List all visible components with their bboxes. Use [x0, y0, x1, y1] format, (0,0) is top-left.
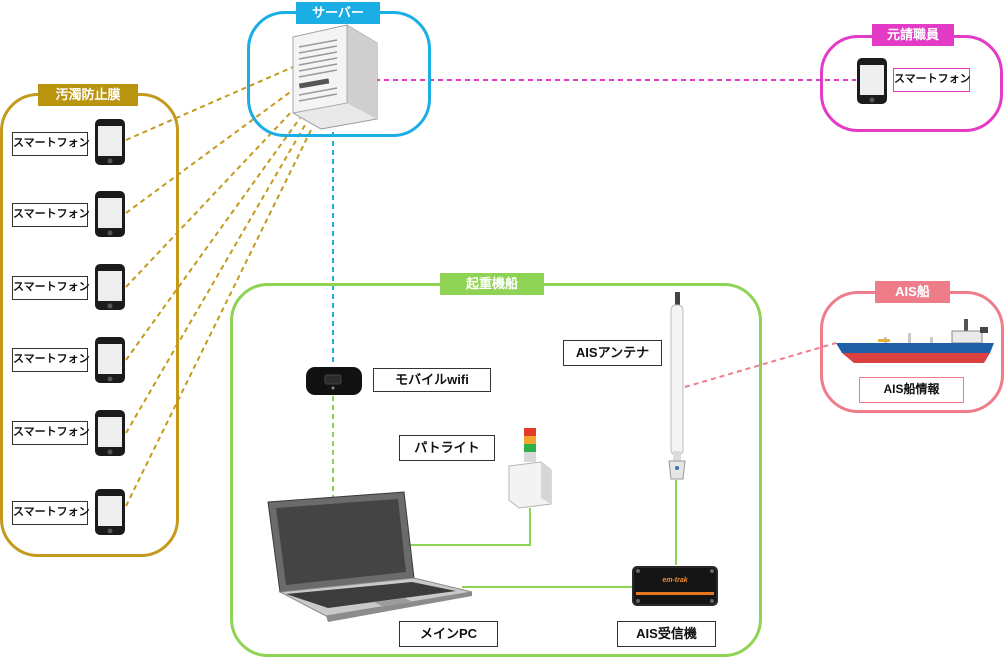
crane-ship-group-title: 起重機船 [440, 273, 544, 295]
smartphone-icon [95, 489, 125, 535]
smartphone-icon [95, 264, 125, 310]
ais-ship-group-title: AIS船 [875, 281, 950, 303]
laptop-icon [267, 491, 473, 622]
fence-phone-label-1: スマートフォン [12, 132, 90, 156]
ais-antenna-label: AISアンテナ [563, 340, 662, 366]
link-phone6-server [125, 127, 313, 507]
fence-phone-label-3: スマートフォン [12, 276, 90, 300]
smartphone-icon [95, 191, 125, 237]
smartphone-icon [95, 119, 125, 165]
link-phone4-server [125, 117, 301, 361]
link-pc-patlite [400, 508, 531, 546]
server-group-title: サーバー [296, 2, 380, 24]
smartphone-icon [95, 410, 125, 456]
fence-group-title: 汚濁防止膜 [38, 84, 138, 106]
mobile-wifi-icon [306, 367, 362, 395]
patlite-icon [508, 428, 552, 509]
fence-group [0, 93, 179, 557]
fence-phone-label-6: スマートフォン [12, 501, 90, 525]
smartphone-icon [95, 337, 125, 383]
staff-phone-label: スマートフォン [893, 68, 971, 92]
patlite-label: パトライト [399, 435, 495, 461]
ais-ship-info-label: AIS船情報 [859, 377, 964, 403]
main-pc-label: メインPC [399, 621, 498, 647]
server-icon [292, 24, 378, 130]
ais-receiver-icon [632, 566, 718, 606]
ais-antenna-icon [668, 292, 686, 480]
ais-receiver-label: AIS受信機 [617, 621, 716, 647]
smartphone-icon [857, 58, 887, 104]
staff-group-title: 元請職員 [872, 24, 954, 46]
fence-phone-label-5: スマートフォン [12, 421, 90, 445]
ais-receiver-brand: em-trak [662, 577, 688, 584]
ship-icon [836, 319, 994, 363]
fence-phone-label-2: スマートフォン [12, 203, 90, 227]
fence-phone-label-4: スマートフォン [12, 348, 90, 372]
mobile-wifi-label: モバイルwifi [373, 368, 491, 392]
